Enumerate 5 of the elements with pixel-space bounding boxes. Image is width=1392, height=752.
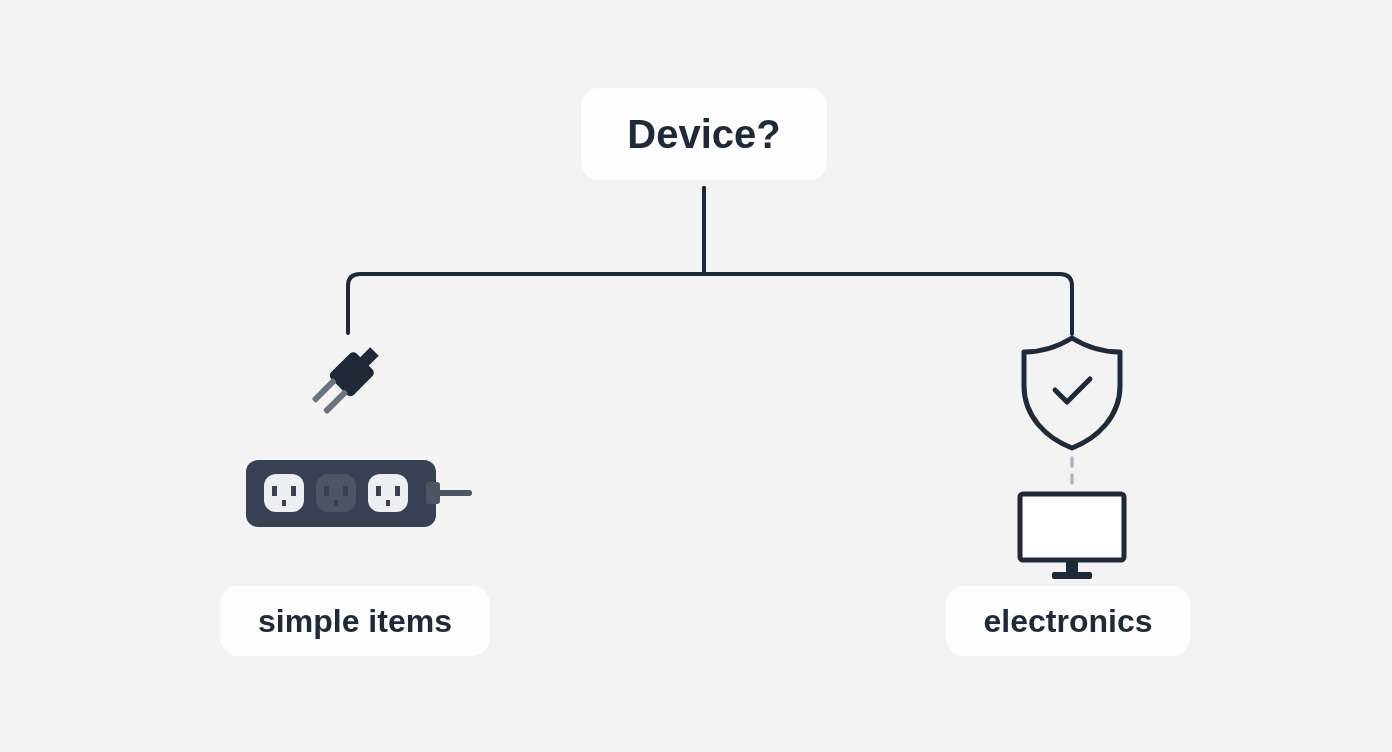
label-box: electronics [946, 586, 1190, 656]
label-box: simple items [220, 586, 490, 656]
label-box: Device? [581, 88, 827, 180]
connector-line [1070, 456, 1074, 488]
connector-line [702, 186, 1074, 336]
